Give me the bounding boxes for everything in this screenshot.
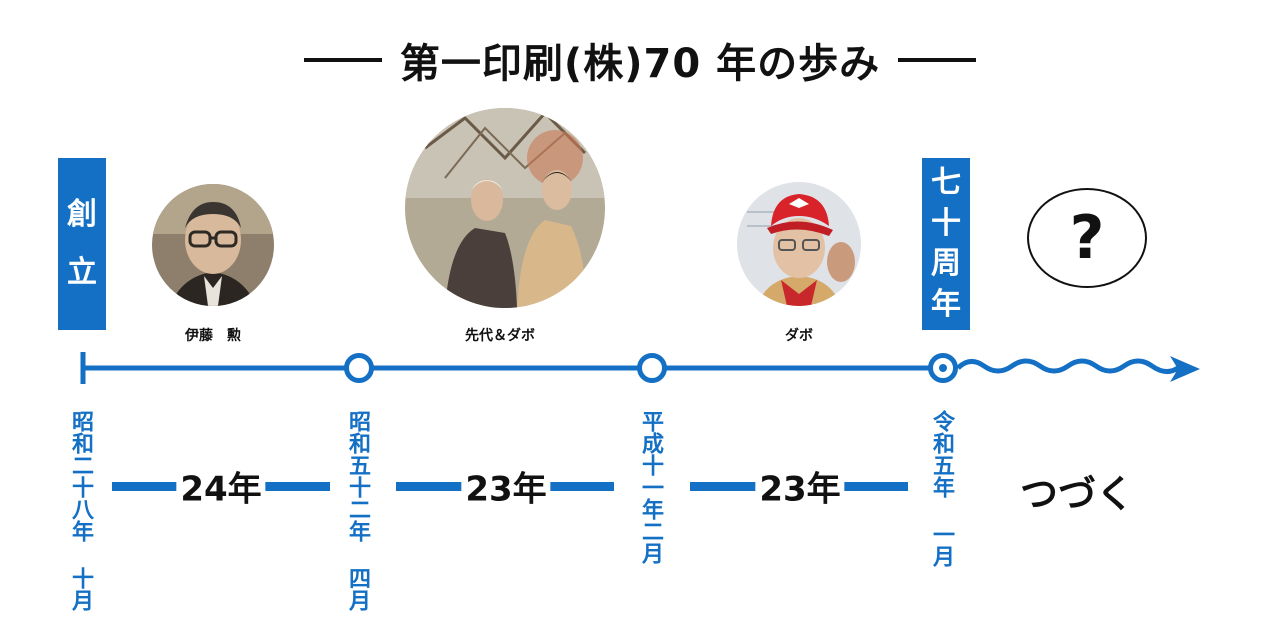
duration-label-2: 23年 bbox=[461, 461, 551, 511]
anniversary-tag-char-3: 周 bbox=[931, 246, 961, 282]
date-founding: 昭和二十八年 十月 bbox=[68, 410, 93, 611]
date-1977: 昭和五十二年 四月 bbox=[345, 410, 370, 611]
timeline-node-1977 bbox=[344, 353, 374, 383]
future-question-circle: ? bbox=[1027, 188, 1147, 288]
timeline-arrow-head bbox=[1170, 356, 1200, 382]
anniversary-tag: 七 十 周 年 bbox=[922, 158, 970, 330]
duration-label-3: 23年 bbox=[755, 461, 845, 511]
title-dash-left bbox=[303, 58, 382, 62]
founding-tag-char-1: 創 bbox=[67, 197, 97, 232]
timeline-future-wave bbox=[956, 358, 1180, 374]
caption-previous-and-dabo: 先代＆ダボ bbox=[465, 328, 535, 344]
founder-photo bbox=[152, 184, 274, 306]
anniversary-tag-char-1: 七 bbox=[931, 165, 961, 201]
anniversary-tag-char-4: 年 bbox=[931, 286, 961, 322]
title-dash-right bbox=[898, 58, 977, 62]
future-question-mark: ? bbox=[1069, 203, 1105, 273]
founding-tag: 創 立 bbox=[58, 158, 106, 330]
anniversary-tag-char-2: 十 bbox=[931, 205, 961, 241]
continue-text: つづく bbox=[1020, 472, 1135, 516]
caption-founder: 伊藤 勲 bbox=[185, 328, 241, 344]
founding-tag-char-2: 立 bbox=[67, 255, 97, 290]
dabo-photo bbox=[737, 182, 861, 306]
timeline-node-1999 bbox=[637, 353, 667, 383]
timeline-node-2023 bbox=[928, 353, 958, 383]
duration-label-1: 24年 bbox=[176, 461, 266, 511]
page-title: 第一印刷(株)70 年の歩み bbox=[399, 41, 881, 87]
previous-and-dabo-photo bbox=[405, 108, 605, 308]
date-1999: 平成十一年二月 bbox=[638, 410, 663, 564]
title-row: 第一印刷(株)70 年の歩み bbox=[0, 30, 1280, 90]
date-2023: 令和五年 一月 bbox=[929, 410, 954, 567]
caption-dabo: ダボ bbox=[785, 328, 813, 344]
